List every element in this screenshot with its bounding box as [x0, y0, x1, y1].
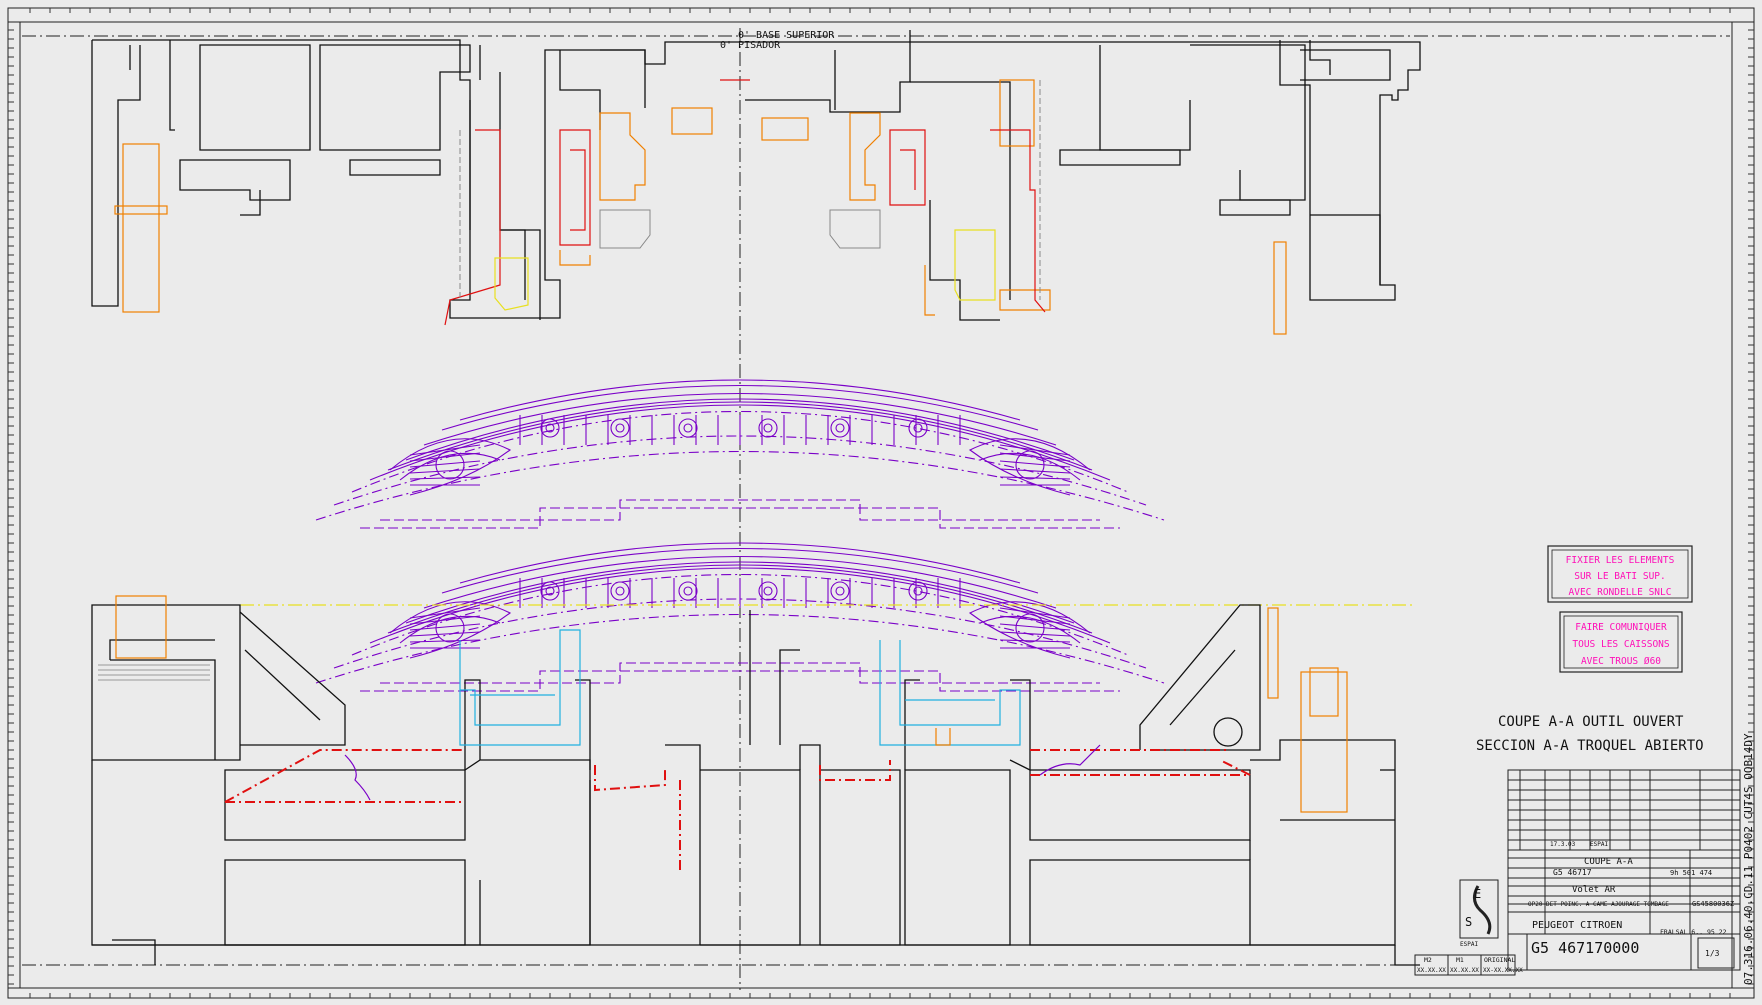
title-signature: FRALSAL 6.. 95 22	[1660, 928, 1727, 936]
note-1-line-1: FIXIER LES ELEMENTS	[1566, 555, 1675, 566]
title-designation: COUPE A-A	[1584, 857, 1633, 867]
lower-cyan-components	[459, 629, 1021, 746]
logo-letter-s: S	[1465, 915, 1472, 929]
section-title-fr: COUPE A-A OUTIL OUVERT	[1498, 714, 1684, 730]
title-block	[1414, 769, 1741, 976]
lower-gray-hatch	[98, 664, 210, 681]
title-operation: OP20-DET-POINC. A CAME-AJOURAGE-TOMBAGE	[1528, 901, 1669, 908]
title-author: ESPAI	[1590, 841, 1608, 848]
note-2-line-1: FAIRE COMUNIQUER	[1575, 622, 1667, 633]
lower-orange-components	[115, 595, 1348, 813]
title-drawing-no: G5 467170000	[1531, 939, 1639, 957]
frame-ruler-ticks	[8, 8, 1754, 998]
title-part-no: G5 46717	[1553, 868, 1592, 877]
side-reference-label: 07.316.06.40.CD.11 P0402 CUT4S OOB14DY	[1742, 733, 1755, 985]
note-1-line-2: SUR LE BATI SUP.	[1574, 571, 1666, 582]
label-pisador: 0' PISADOR	[720, 40, 781, 51]
scale-label-m2: M2	[1424, 956, 1432, 964]
label-base-superior: 0' BASE SUPERIOR	[738, 30, 835, 41]
title-sheet: 1/3	[1705, 949, 1720, 958]
centerlines	[22, 28, 1730, 990]
scale-label-m1: M1	[1456, 956, 1464, 964]
note-1-line-3: AVEC RONDELLE SNLC	[1569, 587, 1672, 598]
upper-red-components	[444, 79, 1046, 326]
title-project: GS4580036Z	[1692, 900, 1734, 908]
scale-value-m1: XX.XX.XX	[1450, 967, 1479, 974]
title-ref-no: 9h 501 474	[1670, 869, 1712, 877]
drawing-frame	[7, 7, 1755, 999]
scale-value-original: XX-XX.XX.XX	[1483, 967, 1523, 974]
logo-letter-e: E	[1474, 887, 1481, 901]
note-2-line-3: AVEC TROUS Ø60	[1581, 656, 1661, 667]
note-box-1: FIXIER LES ELEMENTS SUR LE BATI SUP. AVE…	[1547, 545, 1693, 603]
lower-die-outline	[91, 604, 1420, 966]
scale-value-m2: XX.XX.XX	[1417, 967, 1446, 974]
title-part-name: Volet AR	[1572, 885, 1616, 895]
section-title-es: SECCION A-A TROQUEL ABIERTO	[1476, 738, 1704, 754]
note-box-2: FAIRE COMUNIQUER TOUS LES CAISSONS AVEC …	[1559, 611, 1683, 673]
stamped-part-open	[315, 379, 1165, 529]
title-date: 17.3.03	[1550, 841, 1576, 848]
lower-red-dashed-lines	[224, 749, 1251, 870]
note-2-line-2: TOUS LES CAISSONS	[1572, 639, 1670, 650]
upper-die-outline	[91, 30, 1421, 321]
logo-company: ESPAI	[1460, 941, 1478, 948]
upper-orange-components	[114, 79, 1287, 335]
upper-yellow-components	[494, 229, 996, 311]
scale-label-original: ORIGINAL	[1484, 956, 1515, 964]
upper-gray-components	[459, 80, 1041, 300]
title-client: PEUGEOT CITROEN	[1532, 920, 1622, 931]
lower-purple-wires	[344, 744, 1101, 801]
